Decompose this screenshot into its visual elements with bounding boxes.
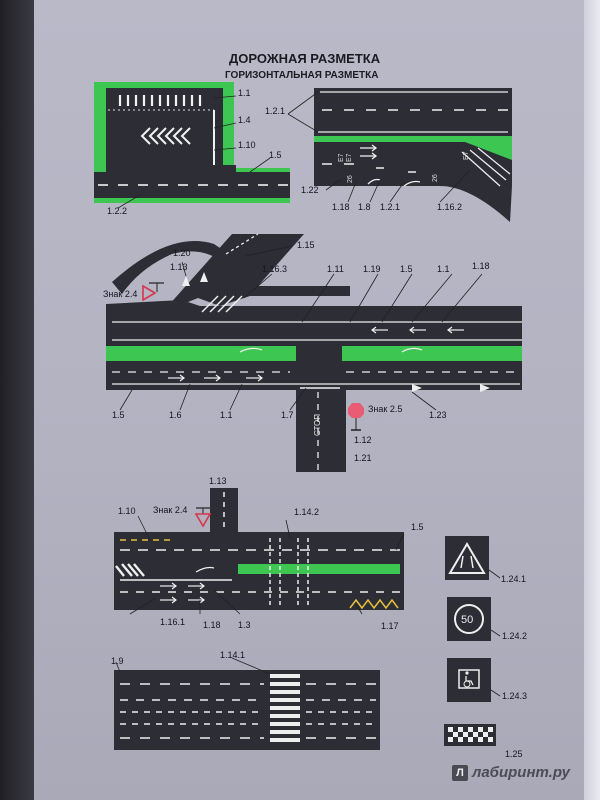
- label-1-2-1: 1.2.1: [380, 202, 401, 212]
- label-1-6: 1.6: [169, 410, 182, 420]
- label-1-5: 1.5: [112, 410, 125, 420]
- label-1-18: 1.18: [472, 261, 490, 271]
- sign-2-5-label: Знак 2.5: [368, 404, 403, 414]
- label-1-14-1: 1.14.1: [220, 650, 246, 660]
- label-1-18: 1.18: [203, 620, 221, 630]
- label-1-18: 1.18: [332, 202, 350, 212]
- road-number-e7: E7: [346, 153, 353, 162]
- label-1-1: 1.1: [238, 88, 251, 98]
- label-1-15: 1.15: [297, 240, 315, 250]
- label-1-12: 1.12: [354, 435, 372, 445]
- label-1-10: 1.10: [238, 140, 256, 150]
- sign-2-4-label: Знак 2.4: [153, 505, 188, 515]
- label-1-4: 1.4: [238, 115, 251, 125]
- wheelchair-icon: [463, 671, 474, 688]
- sign-1-24-2: 50: [447, 597, 501, 641]
- label-1-19: 1.19: [363, 264, 381, 274]
- label-1-2-1: 1.2.1: [265, 106, 286, 116]
- stop-sign-icon: [348, 403, 364, 431]
- label-1-24-1: 1.24.1: [501, 574, 527, 584]
- give-way-sign-icon: [142, 282, 164, 302]
- label-1-11: 1.11: [327, 264, 344, 274]
- label-1-24-2: 1.24.2: [502, 631, 528, 641]
- road-number-e7: E7: [463, 151, 470, 160]
- label-1-24-3: 1.24.3: [502, 691, 528, 701]
- diagram-crosswalk-junction: [114, 488, 405, 615]
- label-1-1: 1.1: [437, 264, 450, 274]
- road-number-e7: E7: [338, 153, 345, 162]
- label-1-3: 1.3: [238, 620, 251, 630]
- label-1-5: 1.5: [411, 522, 424, 532]
- watermark: Л лабиринт.ру: [452, 764, 570, 781]
- sign-1-24-3: [447, 658, 501, 702]
- diagram-junction: СТОП: [106, 233, 522, 472]
- label-1-2-2: 1.2.2: [107, 206, 128, 216]
- label-1-5: 1.5: [400, 264, 413, 274]
- sign-2-4-label: Знак 2.4: [103, 289, 138, 299]
- sign-1-25: [444, 724, 496, 746]
- label-1-22: 1.22: [301, 185, 319, 195]
- label-1-25: 1.25: [505, 749, 523, 759]
- label-1-10: 1.10: [118, 506, 136, 516]
- label-1-7: 1.7: [281, 410, 294, 420]
- page-shadow-edge: [0, 0, 34, 800]
- speed-limit-value: 50: [461, 614, 473, 626]
- road-number-26: 26: [347, 175, 354, 183]
- sign-1-24-1: [445, 536, 501, 580]
- diagram-pedestrian-crossing: [114, 657, 380, 750]
- diagram-parking-junction: [94, 82, 290, 209]
- page-title: ДОРОЖНАЯ РАЗМЕТКА: [229, 51, 381, 66]
- label-1-14-2: 1.14.2: [294, 507, 320, 517]
- page-subtitle: ГОРИЗОНТАЛЬНАЯ РАЗМЕТКА: [225, 70, 379, 81]
- road-number-26: 26: [432, 174, 439, 182]
- label-1-13: 1.13: [209, 476, 227, 486]
- label-1-8: 1.8: [358, 202, 371, 212]
- give-way-sign-icon: [194, 507, 212, 528]
- label-1-16-2: 1.16.2: [437, 202, 463, 212]
- label-1-16-3: 1.16.3: [262, 264, 288, 274]
- watermark-text: лабиринт.ру: [472, 764, 570, 781]
- label-1-1: 1.1: [220, 410, 233, 420]
- label-1-9: 1.9: [111, 656, 124, 666]
- label-1-5: 1.5: [269, 150, 282, 160]
- label-1-21: 1.21: [354, 453, 372, 463]
- diagram-motorway: E7 E7 26 E7 26: [287, 88, 512, 222]
- label-1-13: 1.13: [170, 262, 188, 272]
- label-1-23: 1.23: [429, 410, 447, 420]
- label-1-16-1: 1.16.1: [160, 617, 186, 627]
- stop-marking-text: СТОП: [313, 414, 322, 436]
- labirint-logo-icon: Л: [452, 764, 468, 781]
- label-1-20: 1.20: [173, 248, 191, 258]
- label-1-17: 1.17: [381, 621, 399, 631]
- next-page-edge: [584, 0, 600, 800]
